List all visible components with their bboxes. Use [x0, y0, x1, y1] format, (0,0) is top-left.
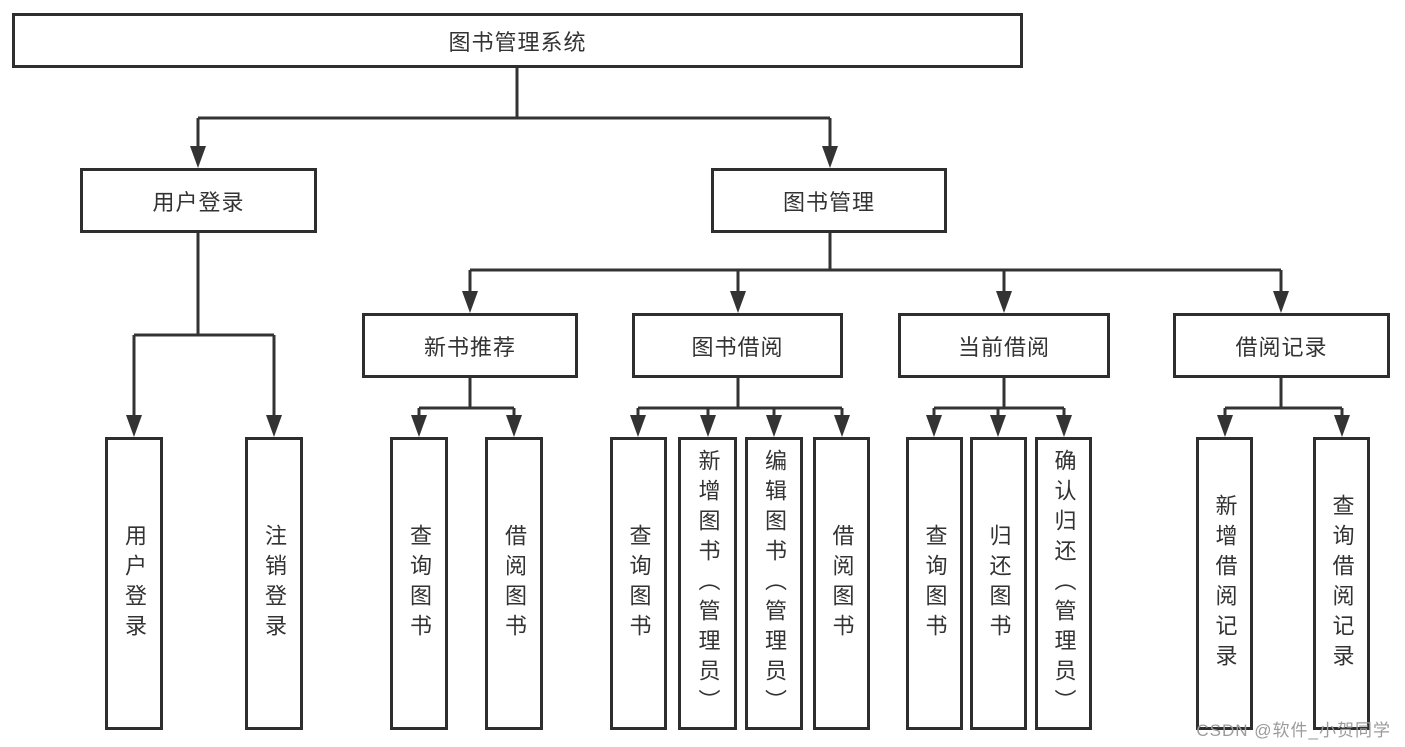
leaf-edit-books-admin: 编辑图书（管理员）	[745, 437, 803, 730]
node-user-login-label: 用户登录	[152, 189, 245, 215]
node-root-label: 图书管理系统	[448, 29, 587, 55]
leaf-borrow-books: 借阅图书	[813, 437, 870, 730]
leaf-query-borrow-record: 查询借阅记录	[1313, 437, 1370, 730]
node-borrow-records: 借阅记录	[1173, 313, 1390, 378]
leaf-confirm-return-admin: 确认归还（管理员）	[1035, 437, 1092, 730]
node-book-borrow: 图书借阅	[632, 313, 843, 378]
node-user-login: 用户登录	[80, 168, 317, 233]
csdn-watermark: CSDN @软件_小贺同学	[1196, 721, 1391, 740]
node-current-borrow: 当前借阅	[898, 313, 1110, 378]
leaf-logout: 注销登录	[245, 437, 303, 730]
node-book-management-label: 图书管理	[782, 189, 875, 215]
node-book-management: 图书管理	[711, 168, 947, 233]
node-new-book-recommend-label: 新书推荐	[423, 334, 516, 360]
leaf-query-books-current: 查询图书	[906, 437, 963, 730]
leaf-query-books-recommend: 查询图书	[390, 437, 448, 730]
leaf-user-login: 用户登录	[105, 437, 163, 730]
node-new-book-recommend: 新书推荐	[362, 313, 578, 378]
node-book-borrow-label: 图书借阅	[691, 334, 784, 360]
leaf-query-books-borrow: 查询图书	[610, 437, 667, 730]
node-borrow-records-label: 借阅记录	[1235, 334, 1328, 360]
leaf-add-borrow-record: 新增借阅记录	[1196, 437, 1253, 730]
leaf-add-books-admin: 新增图书（管理员）	[678, 437, 737, 730]
leaf-borrow-books-recommend: 借阅图书	[485, 437, 543, 730]
node-current-borrow-label: 当前借阅	[957, 334, 1050, 360]
leaf-return-books: 归还图书	[970, 437, 1027, 730]
node-root-system: 图书管理系统	[12, 13, 1023, 68]
